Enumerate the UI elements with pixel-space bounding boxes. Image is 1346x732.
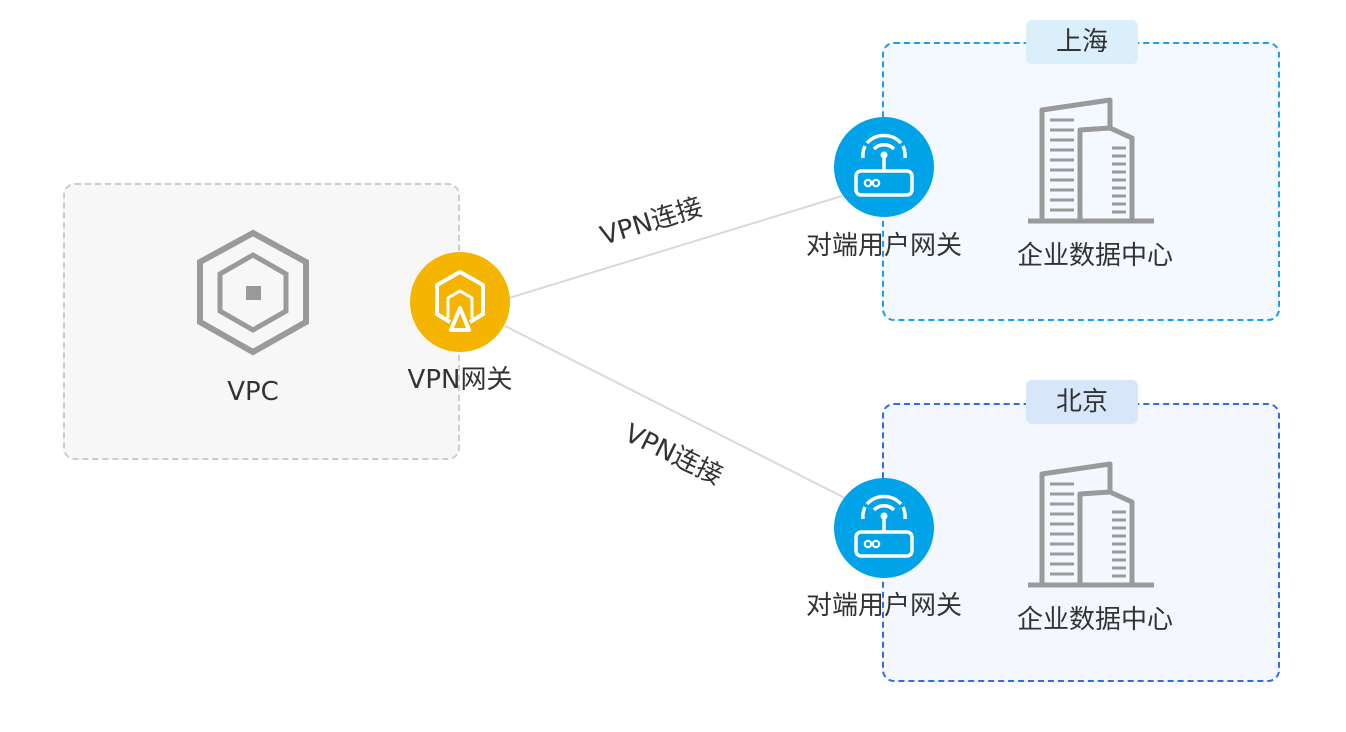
vpc-label: VPC: [227, 377, 279, 407]
hexagon-vpc-icon: [197, 229, 309, 356]
datacenter-label-beijing: 企业数据中心: [1016, 605, 1173, 635]
customer-gateway-label-shanghai: 对端用户网关: [805, 231, 962, 261]
region-tag-beijing: 北京: [1026, 380, 1138, 424]
building-icon: [1028, 461, 1154, 588]
vpn-gateway-label: VPN网关: [407, 365, 513, 395]
connection-line-beijing: [504, 325, 846, 499]
router-icon: [834, 478, 934, 578]
router-icon: [834, 117, 934, 217]
vpc-container: [63, 183, 460, 460]
vpn-gateway-icon: [410, 252, 510, 352]
connection-line-shanghai: [508, 195, 843, 299]
region-tag-shanghai: 上海: [1026, 20, 1138, 64]
customer-gateway-label-beijing: 对端用户网关: [805, 591, 962, 621]
building-icon: [1028, 97, 1154, 224]
datacenter-label-shanghai: 企业数据中心: [1016, 241, 1173, 271]
